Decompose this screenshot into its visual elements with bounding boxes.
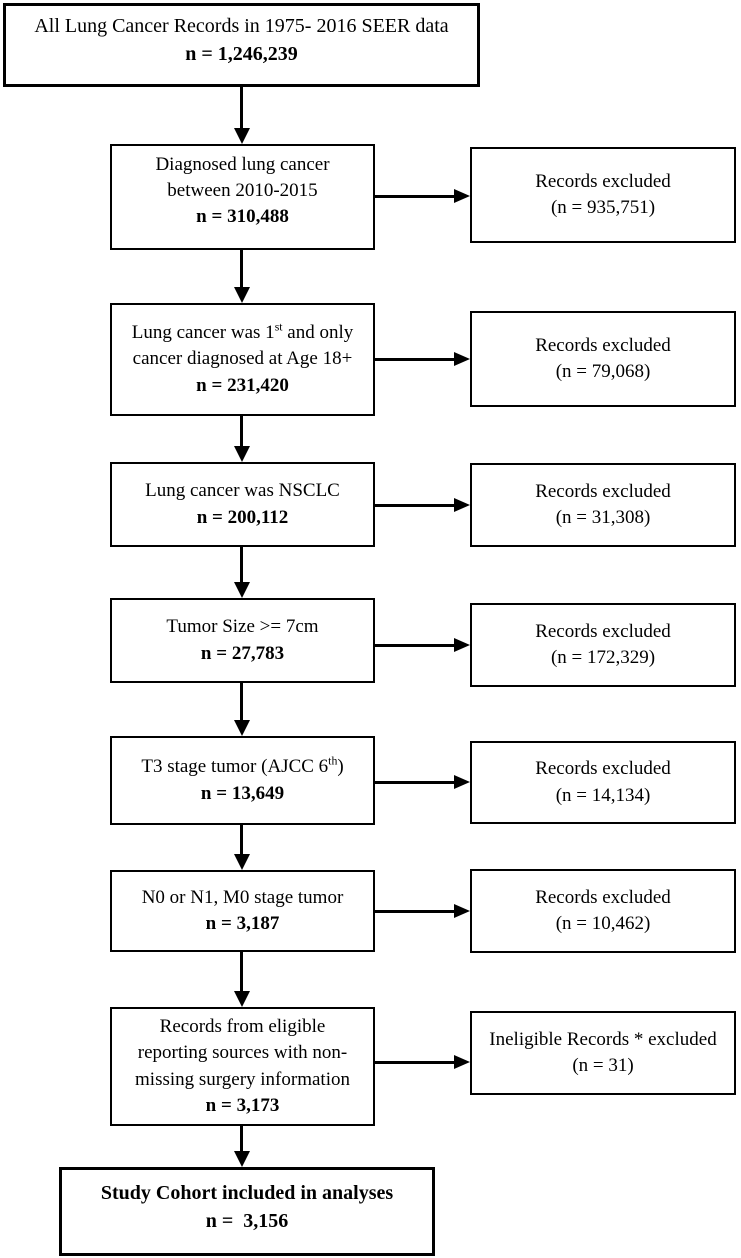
box-text: All Lung Cancer Records in 1975- 2016 SE…: [34, 15, 449, 37]
box-text: Records excluded: [535, 886, 671, 908]
arrow-down-icon: [234, 287, 250, 303]
box-text: Tumor Size >= 7cm: [166, 616, 319, 638]
box-tumor-size: Tumor Size >= 7cm n = 27,783: [110, 598, 375, 683]
arrow-line: [375, 910, 455, 913]
box-text: cancer diagnosed at Age 18+: [132, 348, 353, 370]
box-excluded-4: Records excluded (n = 31,308): [470, 463, 736, 547]
box-t3-stage: T3 stage tumor (AJCC 6th) n = 13,649: [110, 736, 375, 825]
arrow-line: [240, 416, 243, 448]
arrow-down-icon: [234, 446, 250, 462]
arrow-down-icon: [234, 991, 250, 1007]
box-text: Ineligible Records * excluded: [489, 1028, 717, 1050]
arrow-line: [375, 195, 455, 198]
box-excluded-7: Records excluded (n = 10,462): [470, 869, 736, 953]
box-n: n = 27,783: [200, 642, 285, 664]
box-n: n = 200,112: [196, 506, 289, 528]
box-n: (n = 31): [572, 1055, 634, 1076]
box-n: (n = 14,134): [555, 784, 651, 806]
superscript: st: [274, 320, 283, 334]
box-excluded-2: Records excluded (n = 935,751): [470, 147, 736, 243]
arrow-down-icon: [234, 128, 250, 144]
arrow-line: [375, 1061, 455, 1064]
box-n: n = 231,420: [196, 374, 289, 396]
arrow-line: [240, 825, 243, 856]
arrow-line: [375, 781, 455, 784]
box-diagnosed-2010-2015: Diagnosed lung cancer between 2010-2015 …: [110, 144, 375, 250]
box-n: n = 3,173: [205, 1094, 280, 1116]
box-first-only-cancer: Lung cancer was 1st and only cancer diag…: [110, 303, 375, 416]
box-n0-n1-m0: N0 or N1, M0 stage tumor n = 3,187: [110, 870, 375, 952]
box-text: Records excluded: [535, 758, 671, 780]
arrow-line: [240, 547, 243, 584]
box-excluded-5: Records excluded (n = 172,329): [470, 603, 736, 687]
arrow-right-icon: [454, 352, 470, 366]
box-ineligible-records: Ineligible Records * excluded (n = 31): [470, 1011, 736, 1095]
box-text: T3 stage tumor (AJCC 6th): [141, 754, 344, 778]
box-text: Lung cancer was NSCLC: [145, 480, 340, 502]
arrow-right-icon: [454, 1055, 470, 1069]
box-text: Records excluded: [535, 480, 671, 502]
arrow-right-icon: [454, 775, 470, 789]
box-text: Diagnosed lung cancer: [155, 153, 330, 175]
arrow-down-icon: [234, 582, 250, 598]
arrow-line: [375, 644, 455, 647]
box-n: n = 3,156: [205, 1209, 289, 1232]
arrow-line: [240, 952, 243, 993]
arrow-line: [240, 250, 243, 289]
box-n: n = 3,187: [205, 913, 280, 934]
box-text: Records from eligible: [159, 1016, 326, 1038]
box-all-records: All Lung Cancer Records in 1975- 2016 SE…: [3, 3, 480, 87]
box-text: Lung cancer was 1st and only: [131, 320, 354, 344]
box-text: Study Cohort included in analyses: [100, 1181, 394, 1204]
box-excluded-3: Records excluded (n = 79,068): [470, 311, 736, 407]
arrow-down-icon: [234, 1151, 250, 1167]
arrow-line: [240, 683, 243, 722]
arrow-line: [375, 504, 455, 507]
box-n: (n = 31,308): [555, 507, 651, 528]
box-text: reporting sources with non-: [137, 1042, 348, 1064]
arrow-line: [240, 1126, 243, 1153]
arrow-right-icon: [454, 904, 470, 918]
arrow-line: [240, 87, 243, 130]
box-text: Records excluded: [535, 620, 671, 642]
arrow-right-icon: [454, 189, 470, 203]
box-nsclc: Lung cancer was NSCLC n = 200,112: [110, 462, 375, 547]
box-text: Records excluded: [535, 170, 671, 192]
box-study-cohort: Study Cohort included in analyses n = 3,…: [59, 1167, 435, 1256]
box-text: between 2010-2015: [167, 179, 318, 201]
box-text: Records excluded: [535, 334, 671, 356]
box-n: n = 13,649: [200, 782, 285, 804]
arrow-right-icon: [454, 638, 470, 652]
box-n: (n = 172,329): [550, 647, 656, 668]
arrow-right-icon: [454, 498, 470, 512]
arrow-down-icon: [234, 854, 250, 870]
superscript: th: [328, 754, 338, 768]
box-eligible-sources: Records from eligible reporting sources …: [110, 1007, 375, 1126]
arrow-line: [375, 358, 455, 361]
box-n: (n = 10,462): [555, 913, 651, 934]
box-text: missing surgery information: [135, 1068, 350, 1090]
box-n: (n = 935,751): [550, 197, 656, 218]
box-excluded-6: Records excluded (n = 14,134): [470, 741, 736, 824]
box-n: n = 310,488: [196, 206, 289, 228]
box-n: (n = 79,068): [555, 361, 651, 382]
box-text: N0 or N1, M0 stage tumor: [141, 886, 344, 908]
arrow-down-icon: [234, 720, 250, 736]
box-n: n = 1,246,239: [185, 42, 298, 65]
